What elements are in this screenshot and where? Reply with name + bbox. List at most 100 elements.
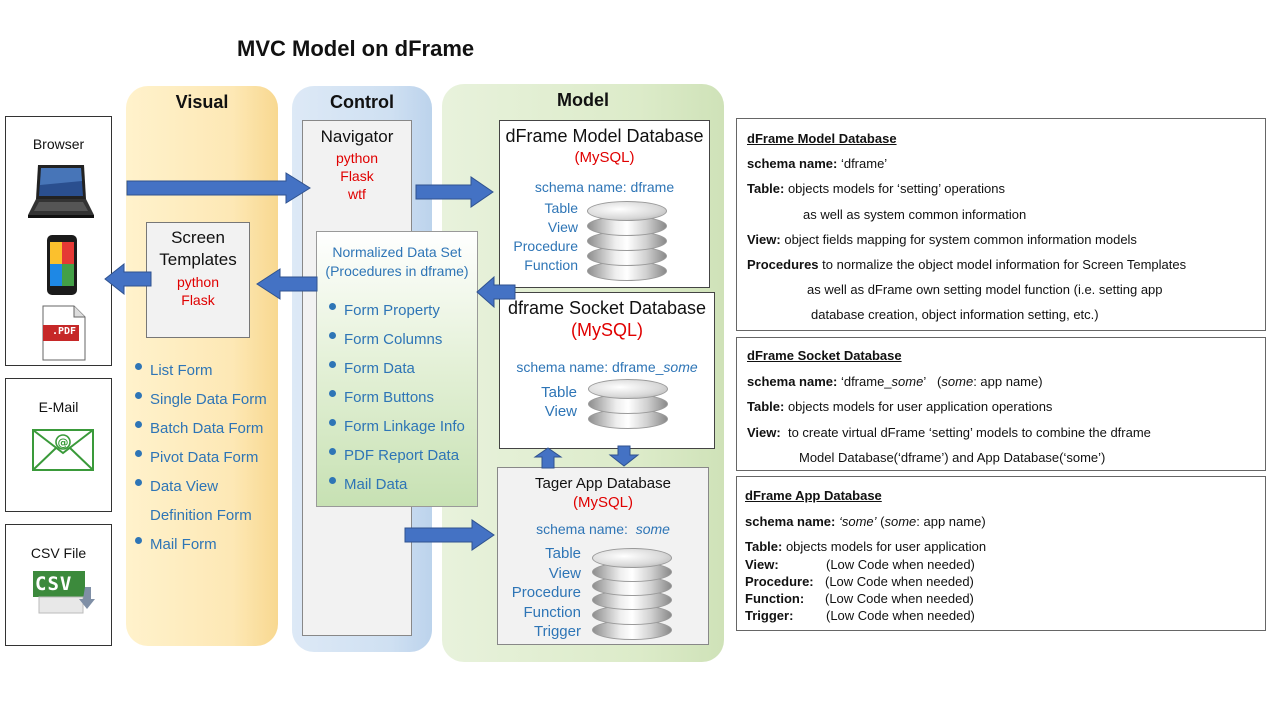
app-database-objects: Table View Procedure Function Trigger	[512, 544, 581, 642]
info-value: as well as dFrame own setting model func…	[807, 282, 1163, 297]
socket-database-objects: Table View	[541, 383, 577, 421]
info-label: schema name:	[747, 156, 838, 171]
list-item: Definition Form	[150, 507, 252, 524]
navigator-title: Navigator	[320, 127, 394, 146]
object-type: Table	[545, 545, 581, 562]
app-schema-italic: some	[635, 521, 670, 537]
info-label: Table:	[747, 399, 785, 414]
info-label: View:	[747, 232, 781, 247]
info-value: some	[891, 374, 924, 389]
socket-database-info: dFrame Socket Database schema name: ‘dfr…	[736, 337, 1266, 471]
info-schema-line: schema name: ‘dframe_some’ (some: app na…	[747, 374, 1043, 389]
info-table-line: Table: objects models for ‘setting’ oper…	[747, 181, 1005, 196]
normalized-title-2: (Procedures in dframe)	[325, 263, 469, 279]
list-item: Pivot Data Form	[133, 443, 267, 472]
info-value: some	[941, 374, 974, 389]
normalized-data-set-box: Normalized Data Set (Procedures in dfram…	[316, 231, 478, 507]
arrow-up-icon	[533, 447, 563, 469]
model-database-box: dFrame Model Database (MySQL) schema nam…	[499, 120, 710, 288]
list-item: Mail Data	[327, 470, 465, 499]
arrow-down-icon	[608, 445, 640, 467]
info-value: some	[884, 514, 917, 529]
list-item: Form Property	[327, 296, 465, 325]
model-database-schema: schema name: dframe	[534, 179, 675, 195]
envelope-icon: @	[32, 429, 94, 471]
list-item: Data View	[133, 472, 267, 501]
info-value: object fields mapping for system common …	[784, 232, 1137, 247]
browser-label: Browser	[32, 136, 85, 152]
info-label: Table:	[747, 181, 785, 196]
info-label: schema name:	[745, 514, 836, 529]
csv-file-label: CSV File	[30, 545, 87, 561]
arrow-right-icon	[404, 519, 495, 551]
laptop-icon	[28, 165, 94, 218]
app-database-engine: (MySQL)	[573, 494, 633, 511]
socket-database-schema: schema name: dframe_some	[500, 359, 714, 375]
arrow-right-icon	[415, 176, 494, 208]
model-database-engine: (MySQL)	[574, 149, 635, 166]
navigator-lang-wtf: wtf	[348, 186, 366, 202]
info-value: to create virtual dFrame ‘setting’ model…	[787, 425, 1151, 440]
pdf-label: .PDF	[51, 326, 77, 337]
object-type: Procedure	[511, 584, 581, 601]
info-heading: dFrame Model Database	[747, 131, 897, 146]
info-label: Procedure:	[745, 574, 814, 589]
app-database-schema: schema name: some	[498, 521, 708, 537]
info-value: : app name)	[973, 374, 1043, 389]
object-type: Function	[523, 603, 581, 621]
object-type: View	[544, 403, 577, 420]
info-heading: dFrame Socket Database	[747, 348, 902, 363]
object-type: Function	[524, 257, 578, 273]
info-view-line: View: object fields mapping for system c…	[747, 232, 1137, 247]
info-schema-line: schema name: ‘some’ (some: app name)	[745, 514, 986, 529]
arrow-right-icon	[126, 172, 311, 204]
app-database-box: Tager App Database (MySQL) schema name: …	[497, 467, 709, 645]
info-value: ‘dframe’	[840, 156, 888, 171]
smartphone-icon	[47, 235, 77, 295]
visual-column-heading: Visual	[175, 92, 229, 112]
screen-templates-box: Screen Templates python Flask	[146, 222, 250, 338]
info-value: objects models for user application	[785, 539, 987, 554]
info-procedures-line: Procedures to normalize the object model…	[747, 257, 1186, 272]
list-item: Batch Data Form	[133, 414, 267, 443]
navigator-lang-flask: Flask	[340, 168, 374, 184]
arrow-left-icon	[476, 276, 516, 308]
info-label: View:	[747, 425, 781, 440]
info-label: Trigger:	[745, 608, 794, 623]
svg-text:@: @	[58, 436, 69, 449]
model-column-heading: Model	[557, 90, 609, 110]
csv-file-icon	[33, 571, 95, 614]
info-heading: dFrame App Database	[745, 488, 882, 503]
screen-templates-lang-python: python	[176, 274, 220, 290]
control-column-heading: Control	[330, 92, 394, 112]
info-table-line: Table: objects models for user applicati…	[747, 399, 1052, 414]
model-database-title: dFrame Model Database	[505, 126, 704, 146]
info-view-line: View: to create virtual dFrame ‘setting’…	[747, 425, 1151, 440]
csv-box: CSV File CSV	[5, 524, 112, 646]
email-box: E-Mail @	[5, 378, 112, 512]
list-item: Form Columns	[327, 325, 465, 354]
screen-templates-title-1: Screen	[171, 228, 225, 247]
socket-database-box: dframe Socket Database (MySQL) schema na…	[499, 292, 715, 449]
model-database-info: dFrame Model Database schema name: ‘dfra…	[736, 118, 1266, 331]
info-value: as well as system common information	[803, 207, 1027, 222]
screen-templates-lang-flask: Flask	[181, 292, 215, 308]
object-type: View	[548, 564, 581, 582]
normalized-item-list: Form Property Form Columns Form Data For…	[327, 296, 465, 499]
pdf-file-icon	[42, 305, 86, 361]
socket-schema-prefix: schema name: dframe_	[516, 359, 664, 375]
info-schema-line: schema name: ‘dframe’	[747, 156, 887, 171]
list-item: Form Linkage Info	[327, 412, 465, 441]
list-item: List Form	[133, 356, 267, 385]
info-value: (Low Code when needed)	[826, 608, 975, 623]
normalized-title-1: Normalized Data Set	[332, 244, 462, 260]
visual-column: Visual	[126, 86, 278, 646]
email-label: E-Mail	[38, 399, 79, 415]
info-label: schema name:	[747, 374, 838, 389]
list-item: Mail Form	[133, 530, 267, 559]
arrow-left-icon	[256, 268, 318, 300]
object-type: Table	[544, 200, 578, 216]
info-value: (Low Code when needed)	[826, 557, 975, 572]
info-value: (Low Code when needed)	[825, 574, 974, 589]
list-item: Form Buttons	[327, 383, 465, 412]
